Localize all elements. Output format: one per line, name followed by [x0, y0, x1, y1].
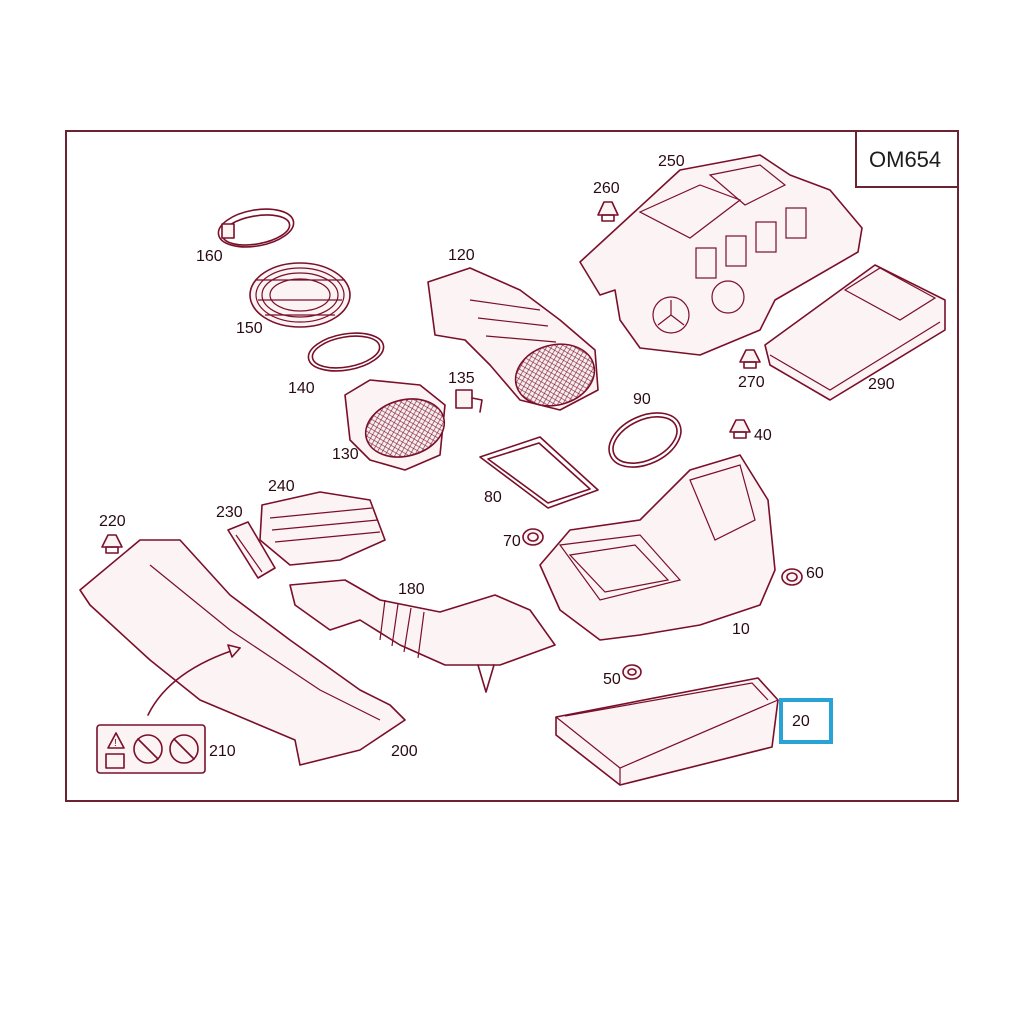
warning-triangle-icon: !	[107, 732, 125, 749]
cover-plate-290-part[interactable]	[764, 264, 946, 401]
svg-text:!: !	[114, 738, 117, 749]
engine-cover-part[interactable]	[579, 154, 863, 356]
part-label-20: 20	[792, 713, 810, 730]
filter-housing-10-part[interactable]	[539, 454, 776, 641]
no-tool-icon	[169, 734, 199, 764]
no-hand-icon	[133, 734, 163, 764]
part-label-290: 290	[868, 376, 895, 393]
part-label-135: 135	[448, 370, 475, 387]
clip-270-part[interactable]	[739, 349, 761, 369]
intake-duct-120-part[interactable]	[427, 267, 601, 414]
diagram-frame	[65, 130, 959, 802]
part-label-260: 260	[593, 180, 620, 197]
part-label-180: 180	[398, 581, 425, 598]
part-label-270: 270	[738, 374, 765, 391]
part-label-90: 90	[633, 391, 651, 408]
clamp-160-part[interactable]	[215, 204, 296, 253]
part-label-130: 130	[332, 446, 359, 463]
part-label-10: 10	[732, 621, 750, 638]
part-label-240: 240	[268, 478, 295, 495]
gasket-230-part[interactable]	[227, 521, 276, 579]
engine-code-box: OM654	[855, 131, 958, 188]
clip-220-part[interactable]	[101, 534, 123, 554]
part-label-200: 200	[391, 743, 418, 760]
duct-240-part[interactable]	[259, 491, 386, 566]
grommet-60-part[interactable]	[781, 568, 803, 586]
engine-code: OM654	[869, 147, 941, 172]
part-label-120: 120	[448, 247, 475, 264]
part-label-160: 160	[196, 248, 223, 265]
part-label-210: 210	[209, 743, 236, 760]
grommet-50-part[interactable]	[622, 664, 642, 680]
gasket-140-part[interactable]	[305, 328, 386, 377]
part-label-250: 250	[658, 153, 685, 170]
bellows-150-part[interactable]	[249, 262, 351, 328]
sensor-135-part[interactable]	[455, 389, 483, 413]
part-label-50: 50	[603, 671, 621, 688]
seal-80-part[interactable]	[479, 436, 599, 509]
intake-rail-200-part[interactable]	[79, 539, 406, 766]
part-label-150: 150	[236, 320, 263, 337]
air-filter-20-part[interactable]	[555, 677, 779, 786]
gasket-90-part[interactable]	[600, 402, 689, 478]
intake-hose-180-part[interactable]	[289, 579, 556, 693]
part-label-60: 60	[806, 565, 824, 582]
part-label-230: 230	[216, 504, 243, 521]
part-label-40: 40	[754, 427, 772, 444]
grommet-70-part[interactable]	[522, 528, 544, 546]
intake-130-part[interactable]	[344, 379, 451, 471]
clip-40-part[interactable]	[729, 419, 751, 439]
manual-book-icon	[105, 753, 125, 769]
part-label-80: 80	[484, 489, 502, 506]
direction-arrow	[147, 644, 241, 716]
warning-label-210-part[interactable]: !	[96, 724, 206, 774]
part-label-220: 220	[99, 513, 126, 530]
part-label-70: 70	[503, 533, 521, 550]
highlight-box	[779, 698, 833, 744]
part-label-140: 140	[288, 380, 315, 397]
clip-260-part[interactable]	[597, 201, 619, 222]
